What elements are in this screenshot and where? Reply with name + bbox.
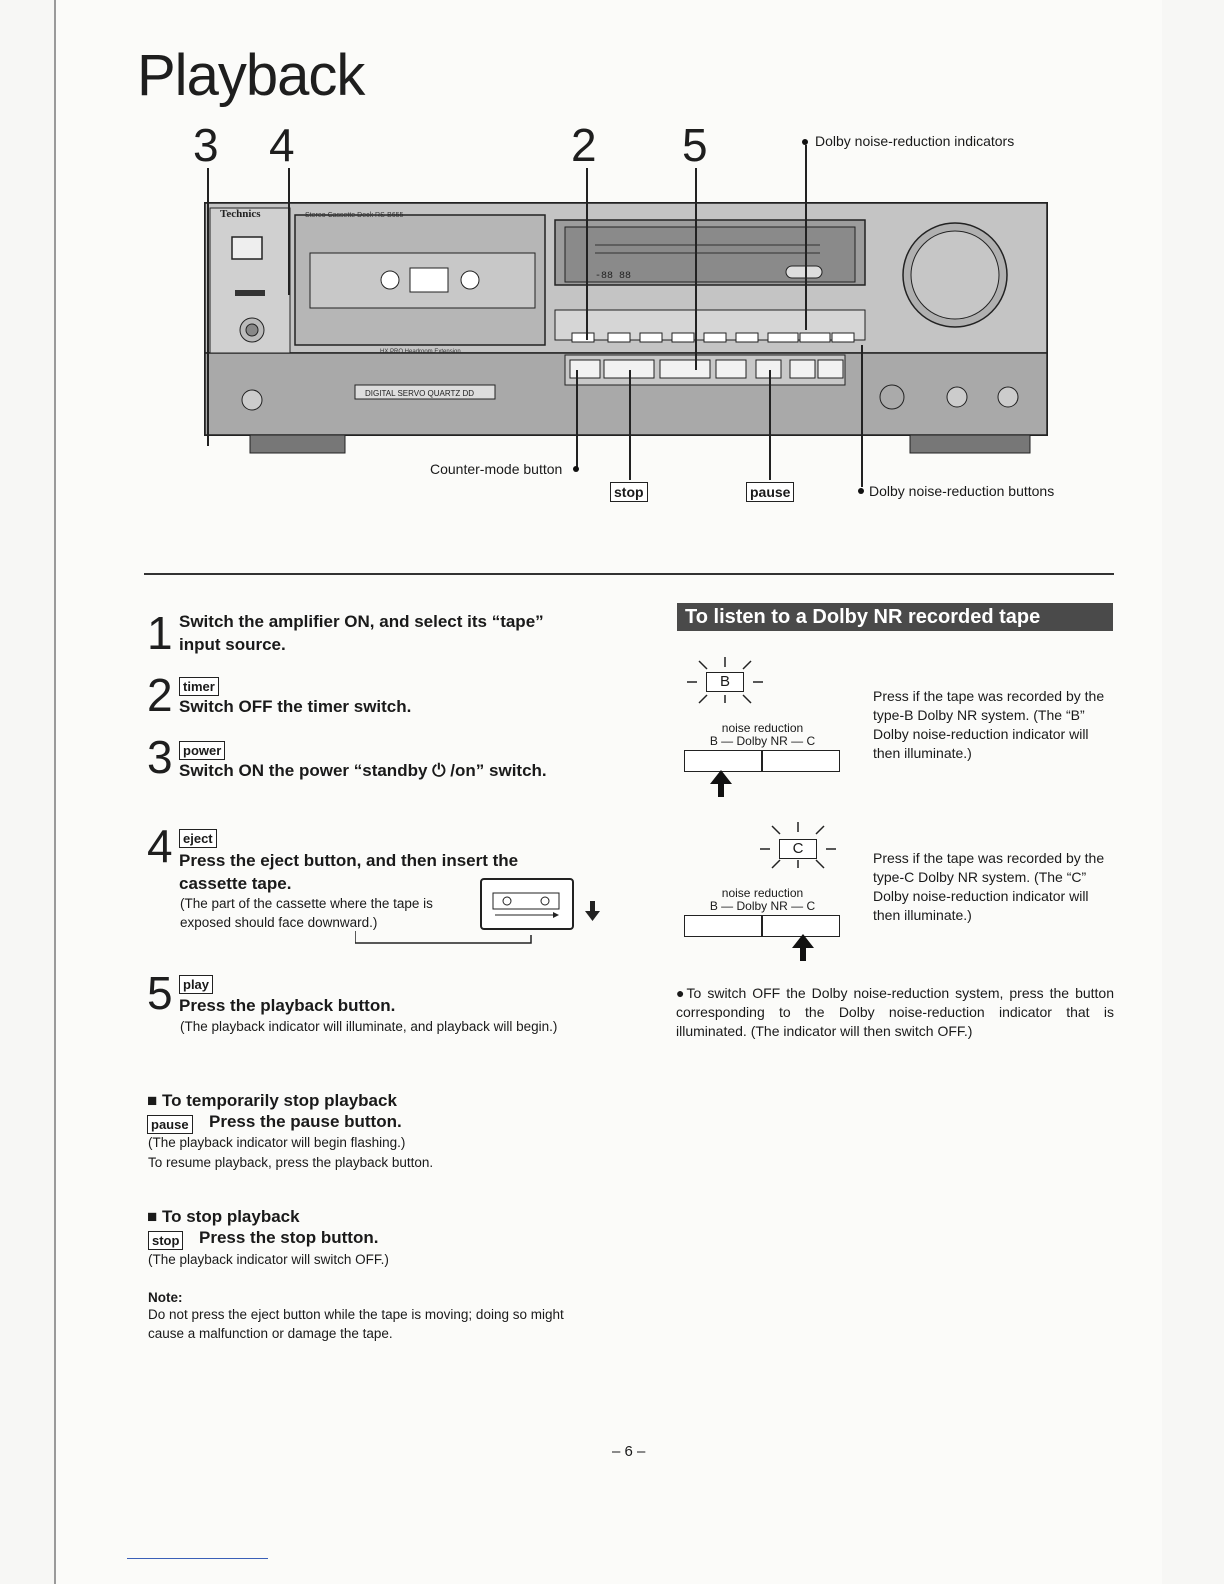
b-nr-sub: B — Dolby NR — C — [709, 734, 816, 748]
power-key: power — [179, 741, 226, 760]
leader-pause — [769, 370, 771, 480]
press-b-arrow-stem — [718, 783, 724, 797]
callout-2: 2 — [571, 119, 597, 171]
deck-servo: DIGITAL SERVO QUARTZ DD — [365, 389, 474, 398]
stop-instruction: Press the stop button. — [199, 1228, 379, 1247]
page-title: Playback — [137, 43, 365, 108]
dolby-banner: To listen to a Dolby NR recorded tape — [677, 603, 1113, 631]
step-1-number: 1 — [147, 607, 173, 659]
leader-3 — [207, 168, 209, 446]
temp-stop-line2: To resume playback, press the playback b… — [148, 1155, 434, 1170]
deck-brand: Technics — [220, 208, 261, 220]
press-c-arrow-stem — [800, 947, 806, 961]
step-3-number: 3 — [147, 731, 173, 783]
dolby-indicators-callout: Dolby noise-reduction indicators — [815, 133, 1015, 149]
stop-key-callout: stop — [610, 482, 648, 502]
leader-dolby-ind — [805, 145, 807, 330]
step-5-number: 5 — [147, 967, 173, 1019]
eject-key: eject — [179, 829, 217, 848]
step-5-note: (The playback indicator will illuminate,… — [180, 1019, 558, 1034]
dolby-buttons-callout: Dolby noise-reduction buttons — [869, 483, 1055, 499]
section-rule — [144, 573, 1114, 575]
leader-2 — [586, 168, 588, 340]
leader-4 — [288, 168, 290, 295]
dolby-btn-dot — [858, 488, 864, 494]
step-4-number: 4 — [147, 820, 173, 872]
b-text: Press if the tape was recorded by the ty… — [873, 688, 1105, 761]
leader-counter — [576, 370, 578, 467]
step-1-text: Switch the amplifier ON, and select its … — [179, 612, 544, 654]
c-nr-sub: B — Dolby NR — C — [709, 899, 816, 913]
step-2-number: 2 — [147, 669, 173, 721]
leader-stop — [629, 370, 631, 480]
note-label: Note: — [148, 1290, 183, 1305]
cassette-deck-illustration: Technics Stereo Cassette Deck RS-B655 HX… — [204, 202, 1048, 454]
deck-model: Stereo Cassette Deck RS-B655 — [305, 212, 404, 219]
temp-stop-instruction: Press the pause button. — [209, 1112, 402, 1131]
callout-4: 4 — [269, 119, 295, 171]
step-4-note: (The part of the cassette where the tape… — [180, 896, 433, 930]
deck-hxpro: HX PRO Headroom Extension — [380, 349, 461, 355]
dolby-off-text: ●To switch OFF the Dolby noise-reduction… — [676, 985, 1114, 1039]
callout-5: 5 — [682, 119, 708, 171]
c-indicator-rays — [760, 822, 836, 869]
play-key: play — [179, 975, 214, 994]
counter-mode-callout: Counter-mode button — [430, 461, 563, 477]
stop-heading: ■ To stop playback — [147, 1207, 300, 1226]
temp-stop-line1: (The playback indicator will begin flash… — [148, 1135, 406, 1150]
cassette-insert-icon — [355, 878, 600, 944]
press-b-arrow-icon — [710, 770, 732, 784]
c-nr-label: noise reduction — [721, 886, 804, 900]
step-5-text: Press the playback button. — [179, 996, 396, 1015]
page-number: – 6 – — [612, 1443, 646, 1460]
leader-dolby-btn — [861, 345, 863, 487]
b-indicator: B — [706, 672, 744, 692]
timer-key: timer — [179, 677, 219, 696]
stop-line1: (The playback indicator will switch OFF.… — [148, 1252, 389, 1267]
dolby-b-button[interactable] — [684, 750, 762, 772]
dolby-c-button[interactable] — [762, 750, 840, 772]
step-2-text: Switch OFF the timer switch. — [179, 697, 412, 716]
pause-key-callout: pause — [746, 482, 795, 502]
b-nr-label: noise reduction — [721, 721, 804, 735]
step-4-text: Press the eject button, and then insert … — [179, 851, 519, 893]
b-indicator-rays — [687, 657, 763, 704]
step-3-text: Switch ON the power “standby ⏻ /on” swit… — [179, 761, 547, 780]
temp-stop-heading: ■ To temporarily stop playback — [147, 1091, 397, 1110]
dolby-b-button-2[interactable] — [684, 915, 762, 937]
stop-key: stop — [148, 1231, 184, 1250]
press-c-arrow-icon — [792, 934, 814, 948]
note-text: Do not press the eject button while the … — [148, 1307, 564, 1341]
counter-dot — [573, 466, 579, 472]
footer-link-underline — [127, 1558, 268, 1559]
leader-5 — [695, 168, 697, 370]
callout-dot — [802, 139, 808, 145]
c-indicator: C — [779, 839, 817, 859]
deck-counter: -88 88 — [595, 271, 631, 282]
callout-3: 3 — [193, 119, 219, 171]
c-text: Press if the tape was recorded by the ty… — [873, 850, 1105, 923]
pause-key: pause — [147, 1115, 193, 1134]
